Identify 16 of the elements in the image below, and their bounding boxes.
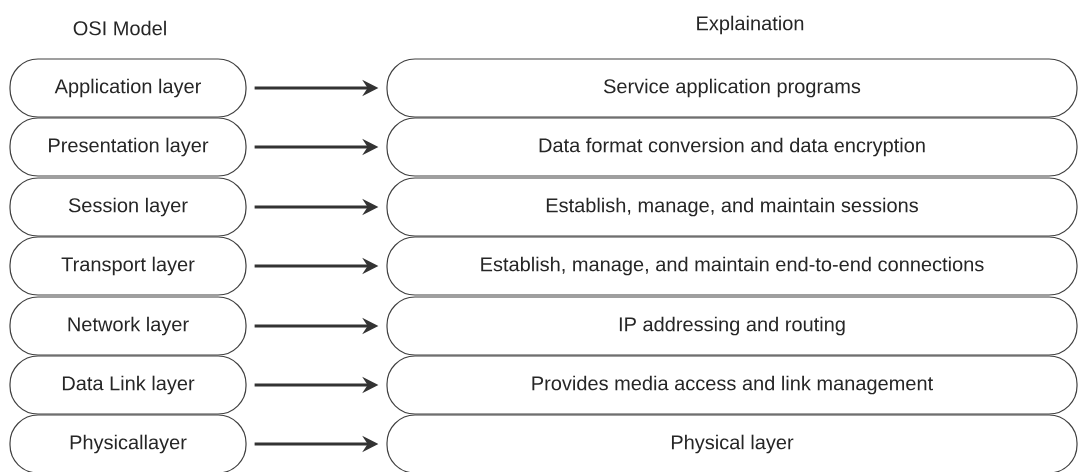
layer-box: Provides media access and link management xyxy=(386,355,1078,415)
layer-box: Physical layer xyxy=(386,414,1078,472)
layer-box: Transport layer xyxy=(9,236,247,296)
layer-box: Network layer xyxy=(9,296,247,356)
layer-box: Session layer xyxy=(9,177,247,237)
layer-box: Application layer xyxy=(9,58,247,118)
column-heading: Explaination xyxy=(697,15,804,35)
layer-box: IP addressing and routing xyxy=(386,296,1078,356)
layer-box: Establish, manage, and maintain sessions xyxy=(386,177,1078,237)
layer-box: Presentation layer xyxy=(9,117,247,177)
layer-box: Service application programs xyxy=(386,58,1078,118)
column-heading: OSI Model xyxy=(73,20,166,36)
layer-box: Data format conversion and data encryption xyxy=(386,117,1078,177)
layer-box: Data Link layer xyxy=(9,355,247,415)
layer-box: Establish, manage, and maintain end-to-end connections xyxy=(386,236,1078,296)
layer-box: Physicallayer xyxy=(9,414,247,472)
